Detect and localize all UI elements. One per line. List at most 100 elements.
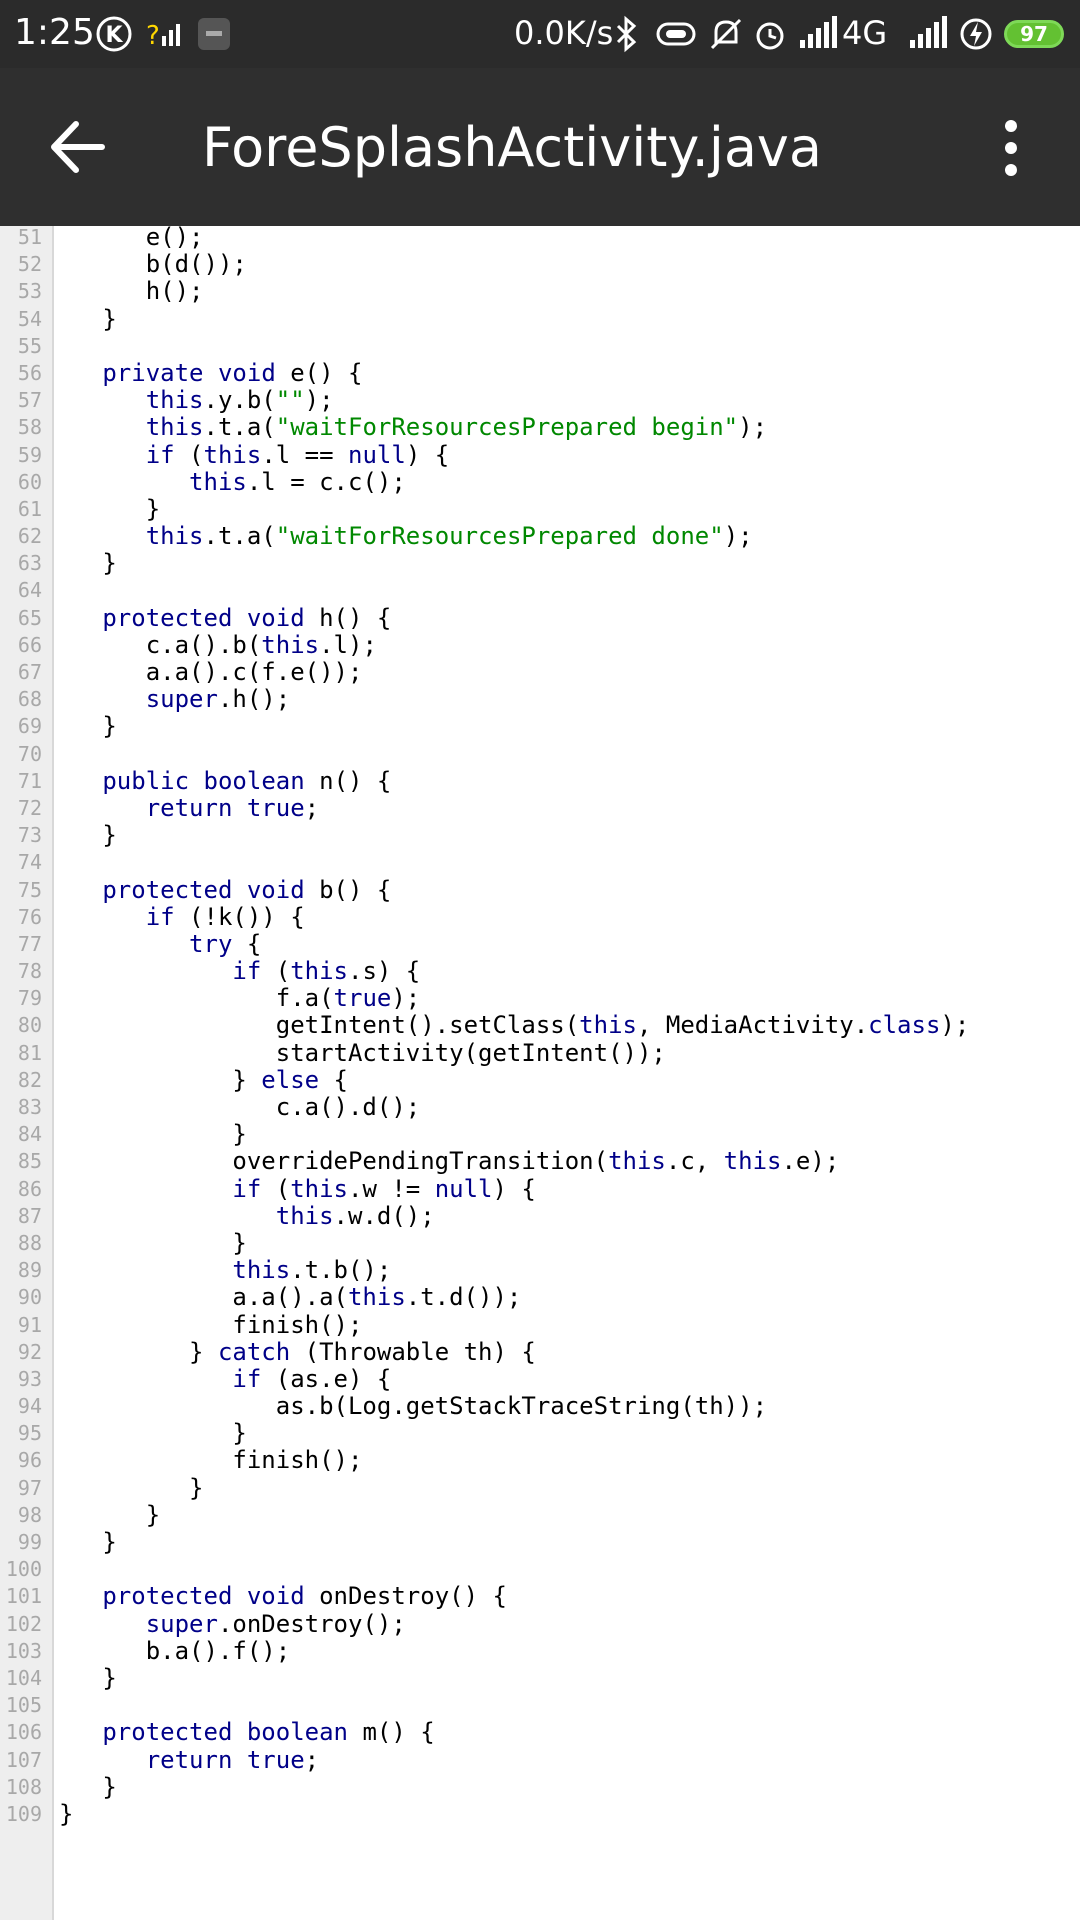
line-source: if (this.l == null) { [145, 440, 450, 469]
line-number: 96 [17, 1448, 42, 1473]
line-source: } [59, 494, 161, 523]
signal-icon [798, 14, 840, 54]
line-source: if (as.e) { [232, 1364, 392, 1393]
line-number: 80 [17, 1013, 42, 1038]
code-line: 105 [0, 1692, 1080, 1719]
line-source: finish(); [59, 1446, 363, 1475]
line-number: 86 [17, 1176, 42, 1201]
code-line: 79 f.a(true); [0, 985, 1080, 1012]
line-number: 84 [17, 1122, 42, 1147]
line-number: 101 [5, 1584, 42, 1609]
code-line: 100 [0, 1556, 1080, 1583]
code-line: 101 protected void onDestroy() { [0, 1583, 1080, 1610]
code-line: 77 try { [0, 930, 1080, 958]
line-source: super.h(); [145, 685, 291, 714]
line-source: if (this.s) { [232, 957, 421, 986]
line-number: 75 [17, 877, 42, 902]
code-line: 106 protected boolean m() { [0, 1719, 1080, 1746]
line-source: return true; [145, 1745, 320, 1774]
charging-icon [958, 14, 994, 54]
code-line: 63 } [0, 550, 1080, 577]
status-bar: 1:25 K ? 0.0K/s 4G 97 [0, 0, 1080, 68]
code-line: 81 startActivity(getIntent()); [0, 1038, 1080, 1067]
line-number: 76 [17, 904, 42, 929]
code-line: 90 a.a().a(this.t.d()); [0, 1284, 1080, 1311]
line-source: this.l = c.c(); [189, 467, 406, 496]
code-line: 74 [0, 849, 1080, 876]
code-line: 73 } [0, 821, 1080, 849]
line-source: } [59, 1228, 247, 1257]
code-line: 65 protected void h() { [0, 603, 1080, 632]
line-number: 103 [5, 1638, 42, 1663]
line-source: this.w.d(); [275, 1201, 435, 1230]
line-source: super.onDestroy(); [145, 1609, 406, 1638]
line-source: } [59, 1663, 117, 1692]
line-source: } [59, 1528, 117, 1556]
line-number: 72 [17, 795, 42, 820]
bluetooth-icon [612, 14, 640, 54]
back-button[interactable] [40, 114, 120, 180]
line-source: getIntent().setClass(this, MediaActivity… [59, 1011, 970, 1040]
line-source: b.a().f(); [59, 1636, 291, 1665]
line-number: 104 [5, 1665, 42, 1690]
code-line: 56 private void e() { [0, 359, 1080, 387]
line-number: 91 [17, 1312, 42, 1337]
line-number: 73 [17, 823, 42, 848]
line-number: 106 [5, 1720, 42, 1745]
line-number: 87 [17, 1203, 42, 1228]
k-app-icon: K [94, 14, 134, 54]
code-line: 91 finish(); [0, 1311, 1080, 1339]
line-number: 67 [17, 660, 42, 684]
line-source: protected void h() { [102, 603, 392, 632]
code-line: 69 } [0, 713, 1080, 740]
overflow-menu-button[interactable] [990, 118, 1032, 178]
line-number: 77 [17, 931, 42, 956]
line-number: 93 [17, 1366, 42, 1391]
line-number: 61 [17, 496, 42, 521]
line-source: } [59, 304, 117, 333]
line-number: 98 [17, 1502, 42, 1527]
line-source: } else { [59, 1065, 348, 1094]
line-number: 83 [17, 1095, 42, 1119]
line-number: 102 [5, 1611, 42, 1636]
wifi-unknown-icon: ? [146, 14, 184, 54]
line-source: this.t.b(); [232, 1256, 392, 1285]
line-number: 58 [17, 415, 42, 440]
line-number: 109 [5, 1801, 42, 1826]
line-source: } [59, 712, 117, 741]
line-number: 65 [17, 605, 42, 630]
line-source: e(); [59, 226, 204, 251]
line-number: 52 [17, 252, 42, 277]
arrow-left-icon [40, 121, 120, 184]
mute-icon [708, 14, 744, 54]
net-speed: 0.0K/s [514, 14, 614, 52]
line-source: } [59, 1473, 204, 1502]
line-source: if (this.w != null) { [232, 1174, 536, 1203]
line-source: startActivity(getIntent()); [59, 1038, 666, 1067]
more-vert-icon [990, 120, 1032, 182]
line-source: as.b(Log.getStackTraceString(th)); [59, 1392, 768, 1421]
line-number-gutter [0, 226, 54, 1920]
code-line: 82 } else { [0, 1065, 1080, 1094]
code-line: 97 } [0, 1473, 1080, 1502]
line-source: } [59, 1500, 161, 1529]
line-number: 68 [17, 687, 42, 712]
code-line: 83 c.a().d(); [0, 1093, 1080, 1121]
line-number: 92 [17, 1339, 42, 1364]
line-number: 85 [17, 1149, 42, 1174]
line-source: this.y.b(""); [145, 386, 334, 415]
line-number: 59 [17, 442, 42, 467]
code-line: 72 return true; [0, 794, 1080, 822]
vibrate-icon [652, 14, 700, 54]
line-number: 60 [17, 469, 42, 494]
line-number: 69 [17, 714, 42, 739]
battery-icon: 97 [1004, 20, 1064, 48]
line-number: 94 [17, 1394, 42, 1419]
code-line: 51 e(); [0, 226, 1080, 251]
line-source: protected boolean m() { [102, 1718, 435, 1747]
line-number: 88 [17, 1230, 42, 1255]
code-line: 55 [0, 333, 1080, 360]
line-source: } [59, 1120, 247, 1149]
